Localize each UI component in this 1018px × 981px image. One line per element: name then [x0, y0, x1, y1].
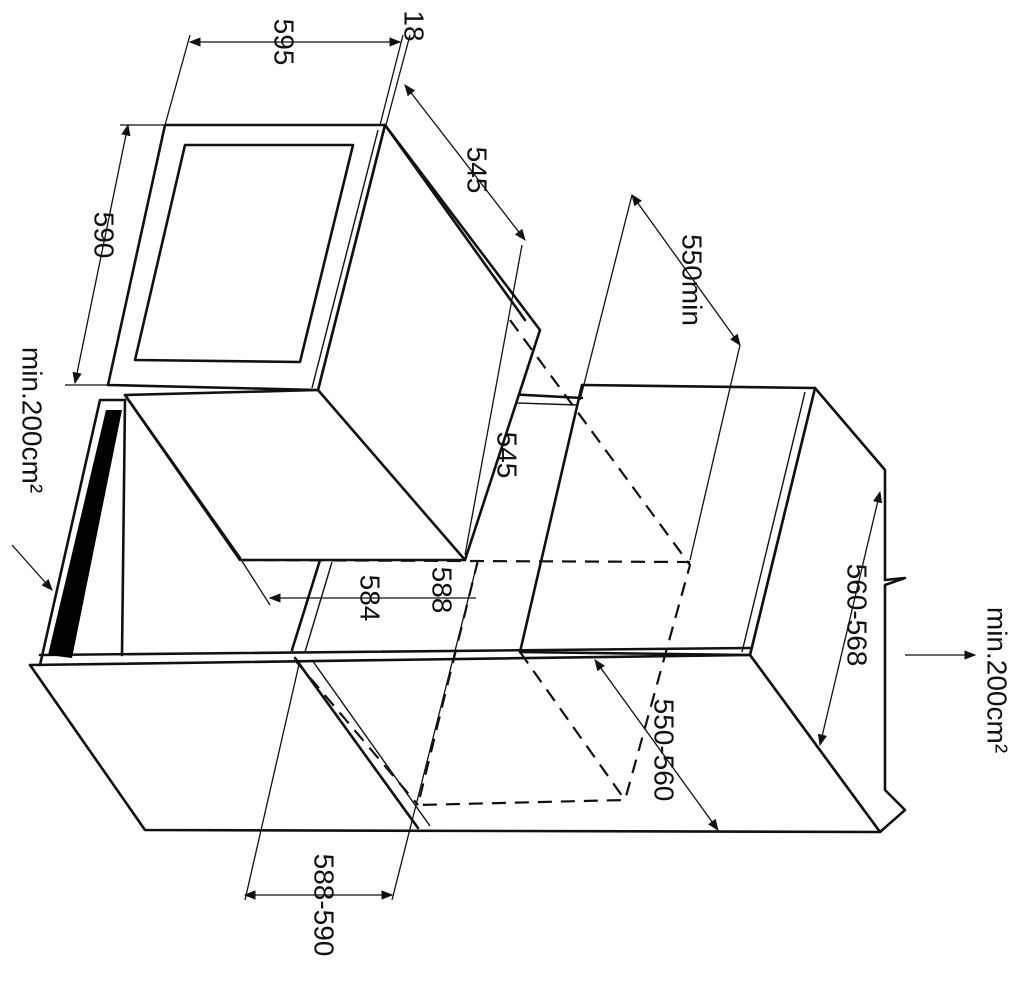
niche-divider-top [290, 558, 322, 652]
cabinet-front-divider [293, 656, 420, 830]
cabinet-top-inner-edge [741, 391, 806, 653]
label-545-side: 545 [492, 432, 523, 479]
oven-door-window [133, 143, 355, 364]
label-590: 590 [89, 212, 120, 259]
cabinet-front-top-edge [38, 646, 752, 657]
ext-line-584-left [239, 557, 271, 606]
label-560-568: 560-568 [842, 564, 873, 667]
vent-arrow-left [11, 544, 53, 591]
label-588: 588 [427, 567, 458, 614]
ext-line-588-590-left [244, 659, 301, 901]
ext-line-550min-left [579, 194, 633, 401]
dimension-lines [11, 34, 977, 901]
cavity-dashed-top [239, 558, 691, 564]
dim-line-590 [72, 123, 131, 385]
ext-line-588-590-right [391, 559, 479, 901]
oven [106, 123, 542, 562]
label-588-590: 588-590 [309, 854, 340, 957]
oven-panel-thickness-edge [311, 129, 379, 389]
niche-divider-top-inner [304, 561, 333, 653]
dim-line-560-568 [817, 490, 883, 747]
dim-line-550min [631, 194, 741, 346]
cabinet-front-divider-inner [311, 659, 431, 827]
label-vent-right: min.200cm² [982, 607, 1013, 753]
vent-opening-left [48, 410, 122, 658]
ext-line-550min-right [689, 344, 741, 561]
label-550-560: 550-560 [649, 699, 680, 802]
label-18: 18 [399, 10, 430, 41]
label-545-top: 545 [462, 147, 493, 194]
label-595: 595 [269, 19, 300, 66]
cavity-dashed-front [416, 559, 480, 806]
ext-line-595-left [164, 34, 191, 126]
oven-side-edge [316, 388, 467, 562]
dimension-labels: 595 18 545 590 550min 545 min.200cm² 588… [17, 10, 1013, 956]
label-vent-left: min.200cm² [17, 347, 48, 493]
ext-line-18 [385, 34, 411, 126]
label-550min: 550min [677, 234, 708, 326]
left-niche-wall-inner [120, 398, 127, 657]
left-niche-wall [38, 398, 127, 667]
ext-line-595-right [379, 34, 404, 126]
cabinet-front-face [28, 653, 882, 834]
label-584: 584 [355, 575, 386, 622]
dim-line-550-560 [594, 659, 719, 831]
dim-line-545-top [404, 84, 526, 241]
ext-line-545-side [464, 244, 523, 556]
oven-bottom-edge [123, 393, 242, 560]
cavity-dashed-diagonal [294, 659, 419, 806]
